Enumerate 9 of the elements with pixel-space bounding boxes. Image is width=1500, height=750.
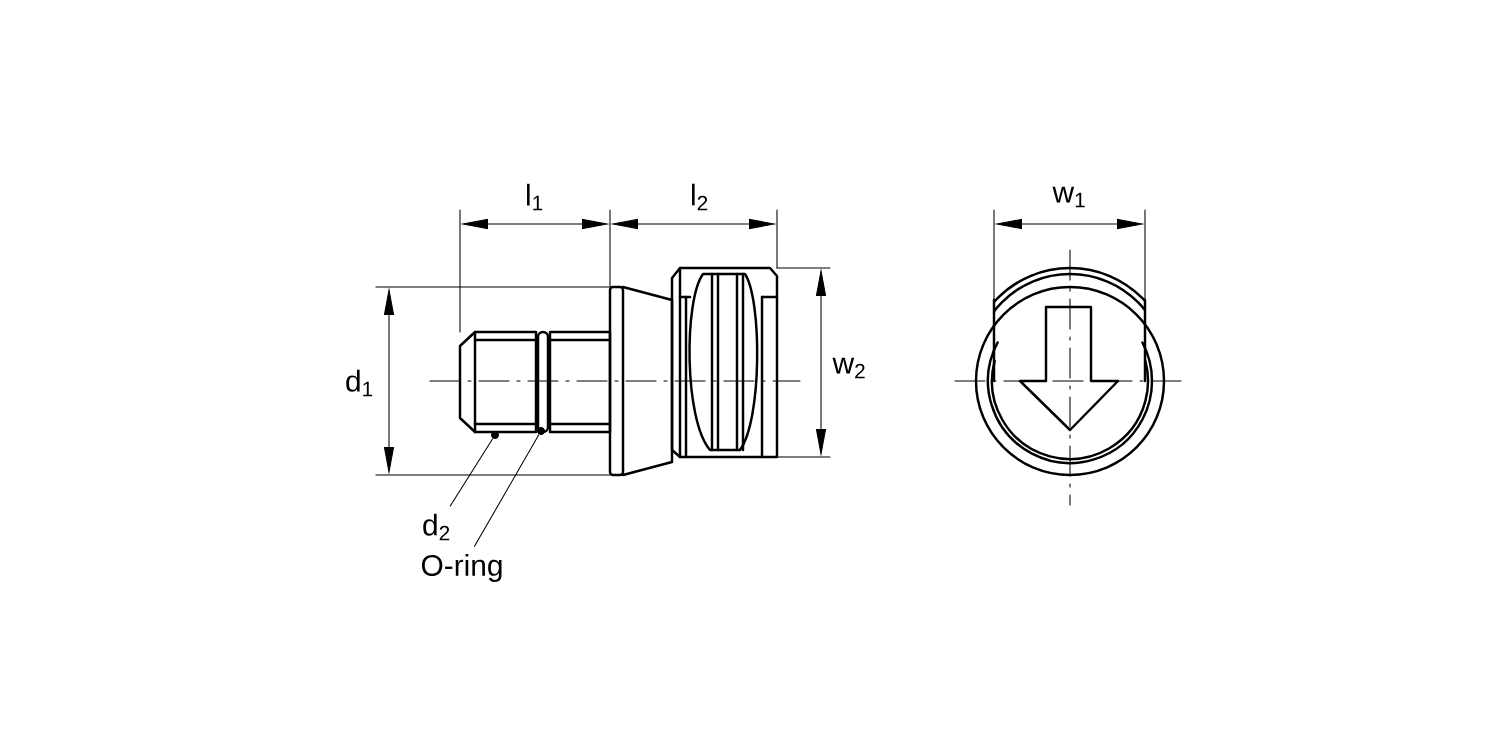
leader-label: d$_{2}$	[423, 513, 450, 541]
leader-line	[473, 434, 540, 547]
leader-label: O-ring	[421, 554, 502, 582]
dimension-label: d$_{1}$	[346, 369, 373, 397]
dimension-label: w$_{2}$	[832, 357, 865, 379]
leader-line	[449, 438, 493, 507]
dimension-label: l$_{2}$	[692, 183, 708, 211]
dimension-label: w$_{1}$	[1052, 186, 1085, 208]
dimension-label: l$_{1}$	[527, 183, 543, 211]
